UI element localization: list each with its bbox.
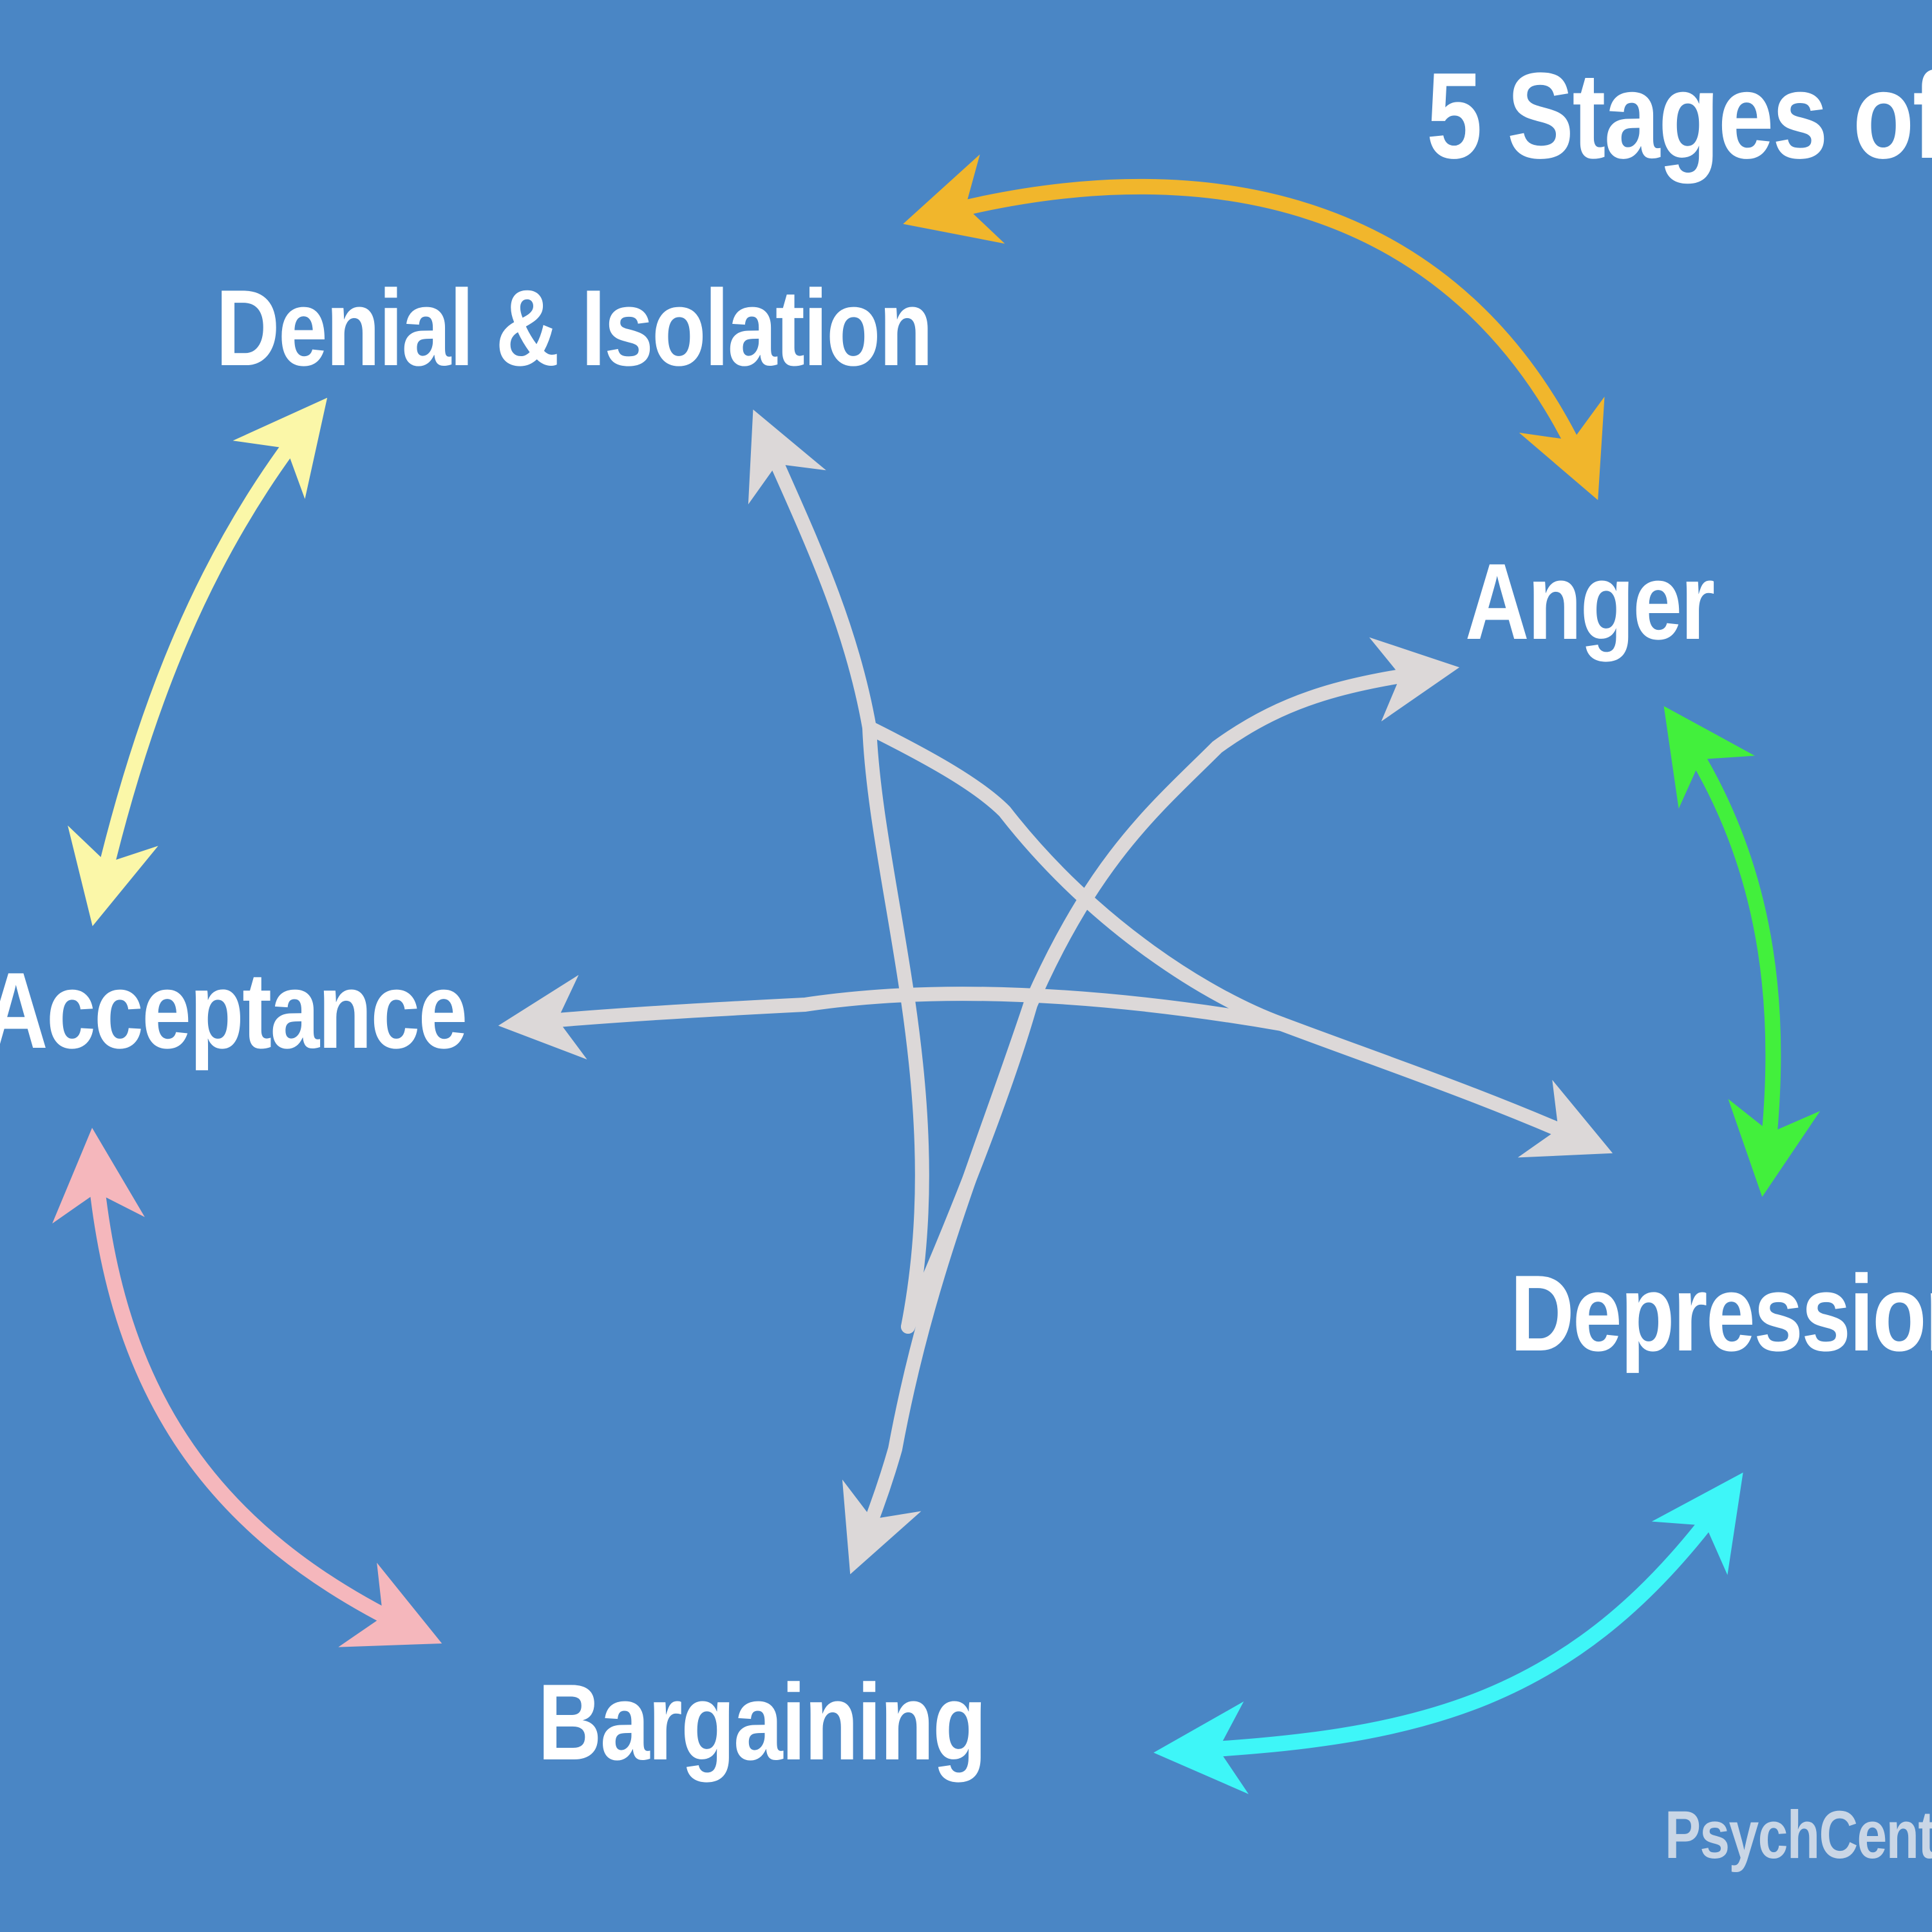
arrow-star-to-acceptance (498, 974, 1289, 1060)
stage-depression: Depression (1510, 1253, 1932, 1374)
stage-denial-isolation: Denial & Isolation (216, 267, 933, 388)
stage-bargaining: Bargaining (538, 1662, 987, 1783)
arrow-bargaining-acceptance (52, 1128, 442, 1647)
arrow-star-to-denial (748, 409, 929, 1334)
arrow-depression-bargaining (1153, 1472, 1743, 1794)
diagram-title: 5 Stages of (1426, 48, 1932, 184)
stage-anger: Anger (1465, 541, 1715, 662)
arrow-denial-anger (903, 154, 1605, 500)
source-watermark: PsychCent (1665, 1797, 1932, 1873)
arrow-star-to-depression (862, 721, 1613, 1158)
stage-acceptance: Acceptance (0, 950, 468, 1071)
arrow-anger-depression (1663, 706, 1821, 1197)
arrow-star-to-bargaining (842, 998, 1037, 1575)
arrow-acceptance-denial (68, 397, 328, 927)
